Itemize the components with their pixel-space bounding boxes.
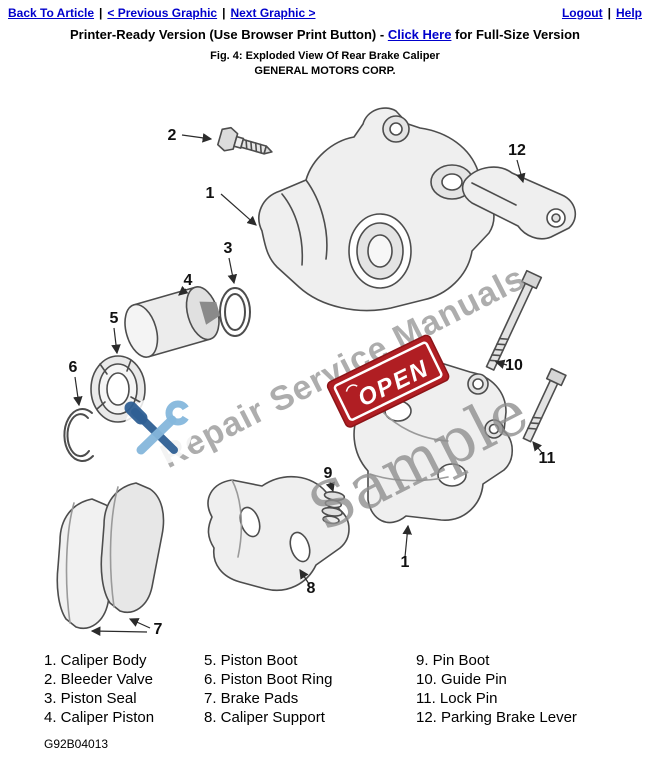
callout-1-caliper-body-lower: 1: [401, 554, 410, 571]
legend-item-1: 1. Caliper Body: [44, 652, 147, 669]
printer-ready-suffix: for Full-Size Version: [451, 27, 580, 42]
printer-ready-prefix: Printer-Ready Version (Use Browser Print…: [69, 27, 388, 42]
nav-separator: |: [99, 6, 103, 20]
callout-9-pin-boot: 9: [324, 465, 333, 482]
callout-8-caliper-support: 8: [307, 580, 316, 597]
legend-item-2: 2. Bleeder Valve: [44, 671, 153, 688]
caliper-body-part: [258, 107, 495, 312]
legend-item-11: 11. Lock Pin: [416, 690, 498, 707]
nav-separator: |: [607, 6, 611, 20]
caliper-support-part: [207, 475, 350, 591]
company-name: GENERAL MOTORS CORP.: [254, 65, 396, 77]
parts-legend: 1. Caliper Body 2. Bleeder Valve 3. Pist…: [0, 651, 650, 727]
piston-seal-part: [219, 287, 251, 337]
legend-column-1: 1. Caliper Body 2. Bleeder Valve 3. Pist…: [44, 651, 204, 727]
legend-item-8: 8. Caliper Support: [204, 709, 325, 726]
parking-brake-lever-part: [461, 166, 577, 240]
legend-item-12: 12. Parking Brake Lever: [416, 709, 577, 726]
callout-labels: 2 1 12 3 4 5 6 7 8 9 10 11 1: [69, 127, 556, 638]
nav-left: Back To Article | < Previous Graphic | N…: [8, 6, 316, 20]
exploded-view-diagram: 2 1 12 3 4 5 6 7 8 9 10 11 1 Repair Serv…: [56, 107, 577, 638]
caliper-piston-part: [124, 286, 221, 358]
callout-7-brake-pads: 7: [154, 621, 163, 638]
legend-item-4: 4. Caliper Piston: [44, 709, 155, 726]
callout-leader-lines: [73, 133, 544, 636]
top-navigation: Back To Article | < Previous Graphic | N…: [0, 0, 650, 20]
legend-item-6: 6. Piston Boot Ring: [204, 671, 333, 688]
figure-caption: Fig. 4: Exploded View Of Rear Brake Cali…: [210, 50, 440, 62]
pin-boot-part: [321, 491, 346, 525]
nav-right: Logout | Help: [562, 6, 642, 20]
legend-column-3: 9. Pin Boot 10. Guide Pin 11. Lock Pin 1…: [416, 651, 636, 727]
printer-ready-title: Printer-Ready Version (Use Browser Print…: [0, 27, 650, 42]
callout-6-piston-boot-ring: 6: [69, 359, 78, 376]
back-to-article-link[interactable]: Back To Article: [8, 6, 95, 20]
brake-pads-part: [56, 482, 165, 629]
guide-pin-part: [485, 269, 543, 371]
callout-1-caliper-body: 1: [206, 185, 215, 202]
legend-item-9: 9. Pin Boot: [416, 652, 490, 669]
callout-4-caliper-piston: 4: [184, 272, 193, 289]
callout-3-piston-seal: 3: [224, 240, 233, 257]
diagram-area: 2 1 12 3 4 5 6 7 8 9 10 11 1 Repair Serv…: [0, 79, 650, 651]
lock-pin-part: [522, 367, 567, 443]
legend-item-7: 7. Brake Pads: [204, 690, 299, 707]
callout-2-bleeder-valve: 2: [168, 127, 177, 144]
callout-11-lock-pin: 11: [539, 450, 556, 467]
open-sign: OPEN: [326, 334, 450, 428]
next-graphic-link[interactable]: Next Graphic >: [230, 6, 316, 20]
help-link[interactable]: Help: [615, 6, 642, 20]
previous-graphic-link[interactable]: < Previous Graphic: [107, 6, 218, 20]
legend-item-10: 10. Guide Pin: [416, 671, 507, 688]
callout-12-parking-brake-lever: 12: [508, 142, 526, 159]
tools-watermark-icon: [124, 397, 196, 465]
figure-id: G92B04013: [44, 737, 109, 751]
legend-item-5: 5. Piston Boot: [204, 652, 298, 669]
legend-item-3: 3. Piston Seal: [44, 690, 137, 707]
callout-5-piston-boot: 5: [110, 310, 119, 327]
click-here-link[interactable]: Click Here: [387, 27, 452, 42]
legend-column-2: 5. Piston Boot 6. Piston Boot Ring 7. Br…: [204, 651, 416, 727]
nav-separator: |: [222, 6, 226, 20]
logout-link[interactable]: Logout: [561, 6, 603, 20]
piston-boot-ring-part: [63, 408, 94, 462]
bleeder-valve-part: [216, 126, 273, 155]
callout-10-guide-pin: 10: [505, 357, 523, 374]
